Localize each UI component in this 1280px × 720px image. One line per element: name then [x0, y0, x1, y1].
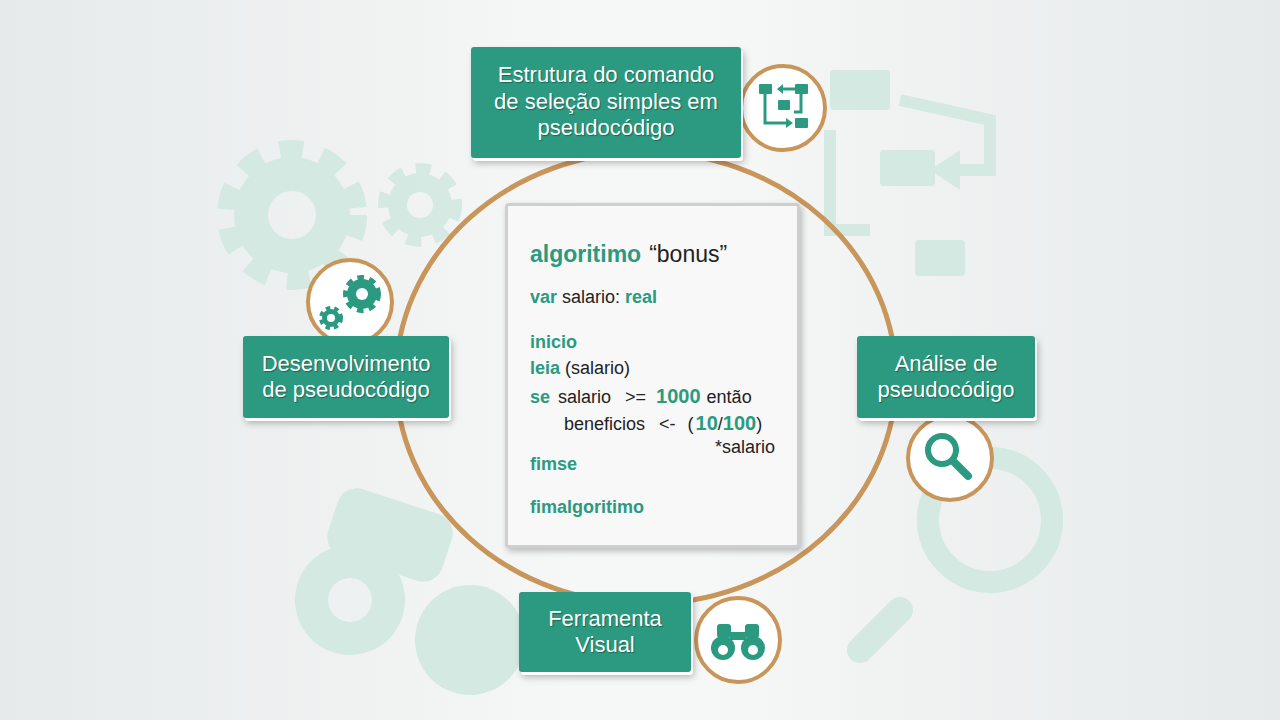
- magnifier-icon: [908, 416, 992, 500]
- code-line: beneficios <- (10/100): [564, 412, 762, 435]
- code-token: algoritimo: [530, 241, 641, 268]
- topic-box: Estrutura do comando de seleção simples …: [471, 47, 741, 158]
- code-token: (: [688, 414, 694, 435]
- icon-block: [795, 84, 808, 94]
- icon-lens-hole: [718, 645, 728, 655]
- cycle-ring: [396, 152, 896, 604]
- gear-hole: [407, 192, 433, 218]
- icon-bridge: [745, 624, 759, 638]
- gear-teeth: [230, 153, 354, 277]
- icon-circle: [908, 416, 992, 500]
- topic-box: Ferramenta Visual: [519, 592, 691, 672]
- faded-lens: [415, 585, 525, 695]
- gear-hole: [268, 191, 316, 239]
- code-token: leia: [530, 358, 560, 379]
- code-token: fimse: [530, 454, 577, 475]
- code-line: se salario >= 1000 então: [530, 385, 752, 408]
- code-token: se: [530, 387, 550, 408]
- code-token: (salario): [565, 358, 630, 379]
- faded-handle: [860, 610, 900, 650]
- code-token: 100: [723, 412, 756, 435]
- faded-flowchart: [830, 70, 990, 276]
- faded-block: [830, 70, 890, 110]
- code-token: fimalgoritimo: [530, 497, 644, 518]
- code-token: salario:: [562, 287, 620, 308]
- binoculars-icon: [696, 598, 780, 682]
- code-line: algoritimo “bonus”: [530, 241, 727, 268]
- faded-binoculars: [295, 483, 525, 695]
- code-line: fimalgoritimo: [530, 497, 644, 518]
- code-token: /: [718, 414, 723, 435]
- code-token: inicio: [530, 332, 577, 353]
- gear-body: [388, 173, 452, 237]
- topic-label: Ferramenta Visual: [531, 606, 679, 659]
- faded-block: [915, 240, 965, 276]
- icon-block: [778, 100, 790, 110]
- code-token: ): [756, 414, 762, 435]
- faded-arrow: [900, 100, 990, 170]
- icon-lens: [741, 636, 765, 660]
- topic-box: Análise de pseudocódigo: [857, 336, 1035, 418]
- code-token: salario: [558, 387, 611, 408]
- icon-gear-hole: [327, 314, 335, 322]
- gears-icon: [308, 260, 392, 344]
- icon-handle: [953, 461, 968, 476]
- code-token: real: [625, 287, 657, 308]
- flowchart-icon: [741, 66, 825, 150]
- topic-box: Desenvolvimento de pseudocódigo: [243, 336, 449, 418]
- icon-line: [765, 94, 788, 123]
- icon-lens: [711, 636, 735, 660]
- code-token: 10: [696, 412, 718, 435]
- code-line: leia(salario): [530, 358, 630, 379]
- topic-label: Estrutura do comando de seleção simples …: [483, 62, 729, 141]
- icon-block: [759, 84, 772, 94]
- faded-arrowhead: [930, 150, 960, 190]
- code-line: fimse: [530, 454, 577, 475]
- faded-block: [880, 150, 935, 186]
- topic-label: Análise de pseudocódigo: [869, 351, 1023, 404]
- code-token: *salario: [715, 437, 775, 458]
- topic-label: Desenvolvimento de pseudocódigo: [255, 351, 437, 404]
- icon-line: [794, 94, 801, 112]
- code-line: inicio: [530, 332, 577, 353]
- icon-block: [795, 118, 808, 128]
- code-token: var: [530, 287, 557, 308]
- icon-lens-hole: [748, 645, 758, 655]
- icon-circle: [308, 260, 392, 344]
- code-token: beneficios: [564, 414, 645, 435]
- code-token: >=: [625, 387, 646, 408]
- faded-arrow: [830, 130, 870, 230]
- code-box: algoritimo “bonus” varsalario:real inicio le…: [505, 203, 800, 548]
- icon-gear: [322, 309, 340, 327]
- code-token: 1000: [656, 385, 701, 408]
- gear-body: [234, 157, 350, 273]
- code-token: “bonus”: [649, 241, 727, 268]
- icon-circle: [696, 598, 780, 682]
- faded-lens-hole: [328, 578, 372, 622]
- gear-teeth: [386, 171, 454, 239]
- icon-bridge: [717, 624, 731, 638]
- faded-gear: [230, 153, 454, 277]
- icon-gear-hole: [356, 288, 368, 300]
- code-token: <-: [659, 414, 676, 435]
- icon-arrowhead: [777, 84, 783, 94]
- icon-bridge: [730, 632, 746, 640]
- icon-circle: [741, 66, 825, 150]
- icon-gear: [347, 279, 377, 309]
- icon-arrowhead: [786, 118, 793, 128]
- code-line: *salario: [715, 437, 775, 458]
- code-token: então: [707, 387, 752, 408]
- code-line: varsalario:real: [530, 287, 657, 308]
